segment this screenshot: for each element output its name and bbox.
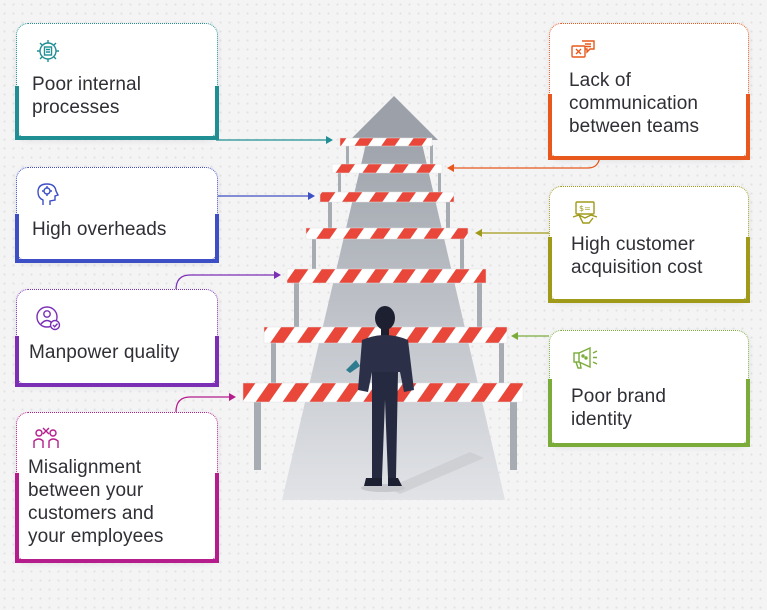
arrow-head <box>350 96 438 140</box>
card-poor-brand-identity: Poor brand identity <box>548 330 750 447</box>
connectors <box>175 136 601 413</box>
barrier-4 <box>305 227 469 240</box>
barrier-legs <box>254 145 517 470</box>
card-label: High customer acquisition cost <box>571 234 703 278</box>
card-poor-internal-processes: Poor internal processes <box>15 23 219 140</box>
card-manpower-quality: Manpower quality <box>15 289 219 387</box>
card-label: Lack of communication between teams <box>569 70 700 137</box>
people-cross-icon <box>32 424 60 452</box>
businessman-figure <box>346 306 414 486</box>
card-high-customer-acquisition-cost: $= High customer acquisition cost <box>548 186 750 303</box>
person-check-icon <box>34 304 62 332</box>
person-shadow <box>388 452 484 494</box>
handshake-dollar-icon: $= <box>571 199 599 227</box>
gear-document-icon <box>34 37 62 65</box>
svg-text:$=: $= <box>579 204 591 213</box>
card-high-overheads: High overheads <box>15 167 219 263</box>
barrier-2 <box>331 163 443 174</box>
barrier-1 <box>339 137 433 147</box>
megaphone-icon <box>571 344 599 372</box>
card-label: Manpower quality <box>29 342 180 363</box>
head-gear-icon <box>34 180 62 208</box>
chat-message-icon <box>569 37 597 65</box>
card-label: Misalignment between your customers and … <box>28 457 164 547</box>
card-lack-of-communication: Lack of communication between teams <box>548 23 750 160</box>
connector-manpower <box>175 274 278 291</box>
card-label: Poor brand identity <box>571 386 667 430</box>
barrier-5 <box>286 268 487 284</box>
card-label: Poor internal processes <box>32 74 142 118</box>
card-label: High overheads <box>32 219 167 240</box>
connector-misalignment <box>175 396 233 413</box>
card-misalignment: Misalignment between your customers and … <box>15 412 219 563</box>
barrier-3 <box>319 191 455 203</box>
